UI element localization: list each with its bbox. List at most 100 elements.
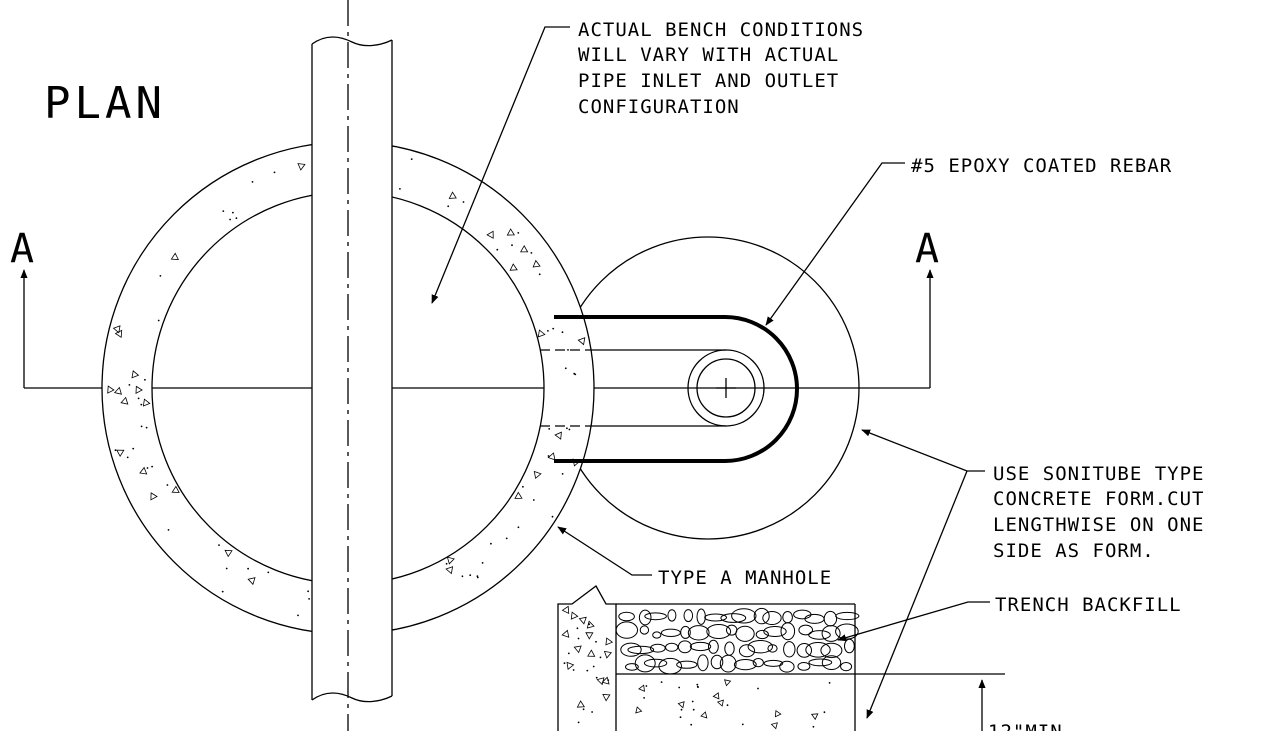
hatch-dot (146, 467, 149, 469)
gravel-stone (733, 659, 757, 671)
hatch-dot (566, 427, 568, 430)
hatch-dot (690, 723, 693, 726)
hatch-dot (461, 575, 464, 578)
hatch-triangle (561, 629, 570, 638)
hatch-dot (567, 652, 570, 655)
gravel-stone (618, 611, 635, 622)
gravel-stone (783, 641, 796, 658)
backfill-note: TRENCH BACKFILL (995, 594, 1182, 616)
hatch-dot (232, 211, 234, 214)
hatch-dot (476, 575, 479, 578)
hatch-dot (586, 669, 589, 672)
bench-note-line-4: CONFIGURATION (578, 96, 740, 118)
gravel-stone (687, 625, 710, 641)
hatch-triangle (170, 252, 179, 260)
hatch-dot (823, 711, 826, 714)
gravel-stone (680, 625, 691, 639)
hatch-dot (297, 614, 299, 617)
hatch-triangle (224, 549, 233, 558)
hatch-triangle (554, 431, 562, 440)
hatch-dot (159, 275, 162, 277)
gravel-stone (808, 630, 831, 640)
hatch-triangle (770, 722, 778, 730)
hatch-triangle (509, 263, 518, 271)
hatch-triangle (131, 370, 140, 379)
hatch-dot (588, 623, 591, 626)
hatch-dot (128, 384, 131, 386)
hatch-triangle (448, 191, 457, 199)
hatch-dot (561, 473, 564, 475)
hatch-triangle (514, 491, 523, 499)
trench-concrete-hatch (561, 605, 831, 730)
sonitube-note: USE SONITUBE TYPE CONCRETE FORM.CUT LENG… (993, 463, 1204, 562)
hatch-triangle (585, 632, 594, 640)
gravel-backfill (615, 607, 860, 675)
hatch-triangle (113, 386, 122, 395)
hatch-triangle (577, 337, 586, 346)
hatch-dot (218, 544, 220, 546)
hatch-triangle (506, 228, 516, 236)
hatch-dot (410, 158, 413, 161)
hatch-triangle (561, 605, 570, 614)
hatch-triangle (135, 385, 143, 394)
gravel-stone (704, 613, 727, 622)
rebar-note: #5 EPOXY COATED REBAR (911, 155, 1172, 177)
section-cut-line (20, 269, 934, 389)
gravel-stone (724, 641, 735, 656)
gravel-stone (738, 644, 756, 658)
hatch-triangle (446, 556, 455, 565)
gravel-stone (620, 642, 642, 657)
gravel-stone (676, 660, 698, 669)
hatch-triangle (112, 325, 121, 334)
hatch-triangle (107, 385, 115, 394)
hatch-dot (679, 716, 682, 719)
hatch-dot (462, 201, 465, 203)
hatch-dot (532, 499, 535, 501)
sonitube-note-line-2: CONCRETE FORM.CUT (993, 488, 1204, 510)
hatch-dot (126, 456, 129, 459)
gravel-stone (719, 654, 737, 673)
gravel-stone (821, 655, 842, 670)
hatch-dot (114, 449, 117, 452)
gravel-stone (755, 629, 769, 640)
gravel-stone (782, 611, 793, 624)
gravel-stone (835, 623, 859, 640)
hatch-dot (137, 397, 140, 400)
hatch-triangle (638, 684, 645, 692)
hatch-dot (591, 711, 593, 713)
gravel-stone (697, 654, 709, 672)
hatch-triangle (247, 577, 256, 586)
hatch-dot (221, 590, 224, 593)
hatch-dot (145, 426, 148, 429)
gravel-stone (720, 613, 747, 623)
hatch-triangle (578, 616, 587, 625)
hatch-dot (563, 662, 566, 665)
hatch-dot (548, 428, 551, 430)
hatch-triangle (570, 611, 579, 620)
hatch-triangle (596, 677, 605, 686)
gravel-stone (844, 638, 855, 654)
hatch-dot (696, 685, 699, 688)
gravel-stone (763, 659, 784, 667)
hatch-triangle (566, 661, 575, 671)
hatch-dot (643, 697, 645, 699)
gravel-stone (779, 660, 795, 673)
hatch-dot (547, 330, 549, 332)
hatch-triangle (120, 396, 129, 405)
hatch-dot (511, 244, 513, 247)
plan-title: PLAN (44, 78, 166, 129)
gravel-stone (821, 625, 841, 642)
gravel-stone (747, 640, 773, 654)
hatch-triangle (635, 706, 643, 714)
hatch-dot (222, 210, 225, 213)
gravel-stone (796, 643, 812, 658)
gravel-stone (658, 657, 683, 675)
hatch-triangle (532, 259, 541, 268)
hatch-dot (251, 181, 254, 183)
gravel-stone (835, 611, 860, 621)
bench-note: ACTUAL BENCH CONDITIONS WILL VARY WITH A… (578, 19, 863, 118)
hatch-dot (599, 656, 602, 659)
hatch-triangle (712, 692, 720, 700)
hatch-dot (538, 273, 541, 276)
